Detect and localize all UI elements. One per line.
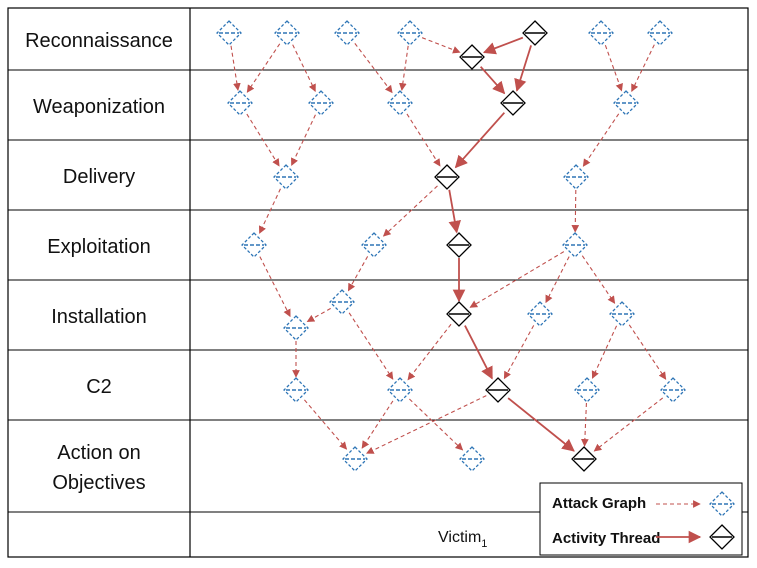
attack-graph-node-r3 bbox=[334, 20, 360, 46]
phase-label-action-on: Action on bbox=[57, 442, 140, 464]
phase-label-delivery: Delivery bbox=[63, 166, 135, 188]
attack-graph-node-a1 bbox=[342, 446, 368, 472]
attack-graph-node-d2 bbox=[563, 164, 589, 190]
victim-label: Victim1 bbox=[438, 529, 487, 550]
attack-graph-node-ib bbox=[329, 289, 355, 315]
attack-edge-e3-ic bbox=[545, 256, 570, 304]
attack-graph-node-w3 bbox=[387, 90, 413, 116]
thread-edge-it-ct bbox=[464, 325, 493, 380]
attack-edge-dt-e2 bbox=[382, 185, 438, 237]
victim-label-text: Victim bbox=[438, 529, 481, 546]
attack-graph-node-w2 bbox=[308, 90, 334, 116]
attack-graph-node-c3 bbox=[574, 377, 600, 403]
thread-edge-rt-wt bbox=[514, 45, 532, 92]
attack-edge-it-c2 bbox=[407, 323, 452, 381]
attack-graph-node-r2 bbox=[274, 20, 300, 46]
attack-graph-node-r6 bbox=[647, 20, 673, 46]
legend-box bbox=[539, 482, 743, 556]
attack-graph-node-id bbox=[609, 301, 635, 327]
attack-edge-id-c4 bbox=[628, 324, 667, 380]
attack-edge-e3-id bbox=[581, 255, 616, 304]
phase-label-exploitation: Exploitation bbox=[47, 236, 150, 258]
activity-thread-node-ct bbox=[485, 377, 511, 403]
attack-edge-c3-at bbox=[581, 402, 589, 447]
attack-edge-c2-a2 bbox=[409, 398, 464, 451]
edges bbox=[230, 36, 667, 454]
phase-label-c2: C2 bbox=[86, 376, 112, 398]
attack-graph-node-w4 bbox=[613, 90, 639, 116]
activity-thread-node-rm bbox=[459, 44, 485, 70]
thread-edge-wt-dt bbox=[454, 112, 506, 169]
phase-labels: Reconnaissance Weaponization Delivery Ex… bbox=[25, 30, 173, 494]
attack-edge-c2-a1 bbox=[361, 400, 394, 449]
attack-graph-node-a2 bbox=[459, 446, 485, 472]
attack-edge-d1-e1 bbox=[259, 188, 281, 234]
thread-edge-rm-wt bbox=[479, 66, 506, 95]
attack-graph-node-e1 bbox=[241, 232, 267, 258]
attack-graph-node-e3 bbox=[562, 232, 588, 258]
attack-edge-w3-dt bbox=[406, 113, 441, 167]
victim-label-subscript: 1 bbox=[481, 538, 487, 550]
attack-graph-node-r5 bbox=[588, 20, 614, 46]
attack-edge-ib-ia bbox=[306, 307, 331, 323]
attack-edge-c4-at bbox=[593, 397, 664, 452]
attack-edge-r4-w3 bbox=[399, 45, 409, 91]
attack-edge-ic-ct bbox=[503, 325, 535, 380]
phase-grid bbox=[7, 7, 749, 558]
activity-thread-node-dt bbox=[434, 164, 460, 190]
attack-edge-e2-ib bbox=[347, 256, 369, 292]
phase-label-weaponization: Weaponization bbox=[33, 96, 165, 118]
activity-thread-node-it bbox=[446, 301, 472, 327]
phase-label-installation: Installation bbox=[51, 306, 147, 328]
activity-thread-node-et bbox=[446, 232, 472, 258]
grid-border bbox=[7, 7, 749, 558]
attack-graph-node-c2 bbox=[387, 377, 413, 403]
attack-edge-w1-d1 bbox=[246, 113, 280, 167]
attack-edge-r4-rm bbox=[421, 37, 461, 54]
attack-edge-r2-w1 bbox=[246, 43, 281, 93]
attack-edge-r1-w1 bbox=[230, 45, 241, 91]
legend-attack-graph-node bbox=[709, 491, 735, 517]
thread-edge-ct-at bbox=[507, 397, 575, 452]
legend-label-attack-graph: Attack Graph bbox=[552, 495, 646, 512]
attack-edge-ct-a1 bbox=[366, 395, 487, 454]
legend-label-activity-thread: Activity Thread bbox=[552, 530, 660, 547]
phase-label-objectives: Objectives bbox=[52, 472, 145, 494]
attack-edge-e1-ia bbox=[259, 256, 291, 318]
attack-edge-c1-a1 bbox=[304, 399, 348, 450]
attack-graph-node-c4 bbox=[660, 377, 686, 403]
activity-thread-node-rt bbox=[522, 20, 548, 46]
attack-graph-node-r1 bbox=[216, 20, 242, 46]
legend-marks bbox=[656, 491, 735, 550]
thread-edge-rt-rm bbox=[482, 36, 524, 55]
attack-edge-w4-d2 bbox=[582, 113, 620, 167]
attack-edge-d2-e3 bbox=[571, 189, 580, 233]
activity-thread-node-at bbox=[571, 446, 597, 472]
thread-edge-dt-et bbox=[448, 189, 461, 234]
attack-graph-node-c1 bbox=[283, 377, 309, 403]
attack-edge-id-c3 bbox=[591, 325, 618, 379]
attack-graph-node-e2 bbox=[361, 232, 387, 258]
attack-graph-node-ic bbox=[527, 301, 553, 327]
attack-edge-r2-w2 bbox=[292, 44, 316, 92]
attack-edge-r6-w4 bbox=[631, 44, 655, 92]
phase-label-reconnaissance: Reconnaissance bbox=[25, 30, 173, 52]
attack-graph-node-w1 bbox=[227, 90, 253, 116]
legend: Attack Graph Activity Thread bbox=[539, 482, 743, 556]
nodes bbox=[216, 20, 686, 472]
attack-edge-ib-c2 bbox=[348, 312, 394, 380]
legend-activity-thread-node bbox=[709, 524, 735, 550]
attack-edge-r3-w3 bbox=[354, 43, 393, 94]
attack-graph-node-r4 bbox=[397, 20, 423, 46]
attack-graph-node-d1 bbox=[273, 164, 299, 190]
attack-graph-node-ia bbox=[283, 315, 309, 341]
attack-edge-w2-d1 bbox=[291, 114, 316, 166]
activity-thread-node-wt bbox=[500, 90, 526, 116]
attack-edge-r5-w4 bbox=[604, 45, 623, 92]
